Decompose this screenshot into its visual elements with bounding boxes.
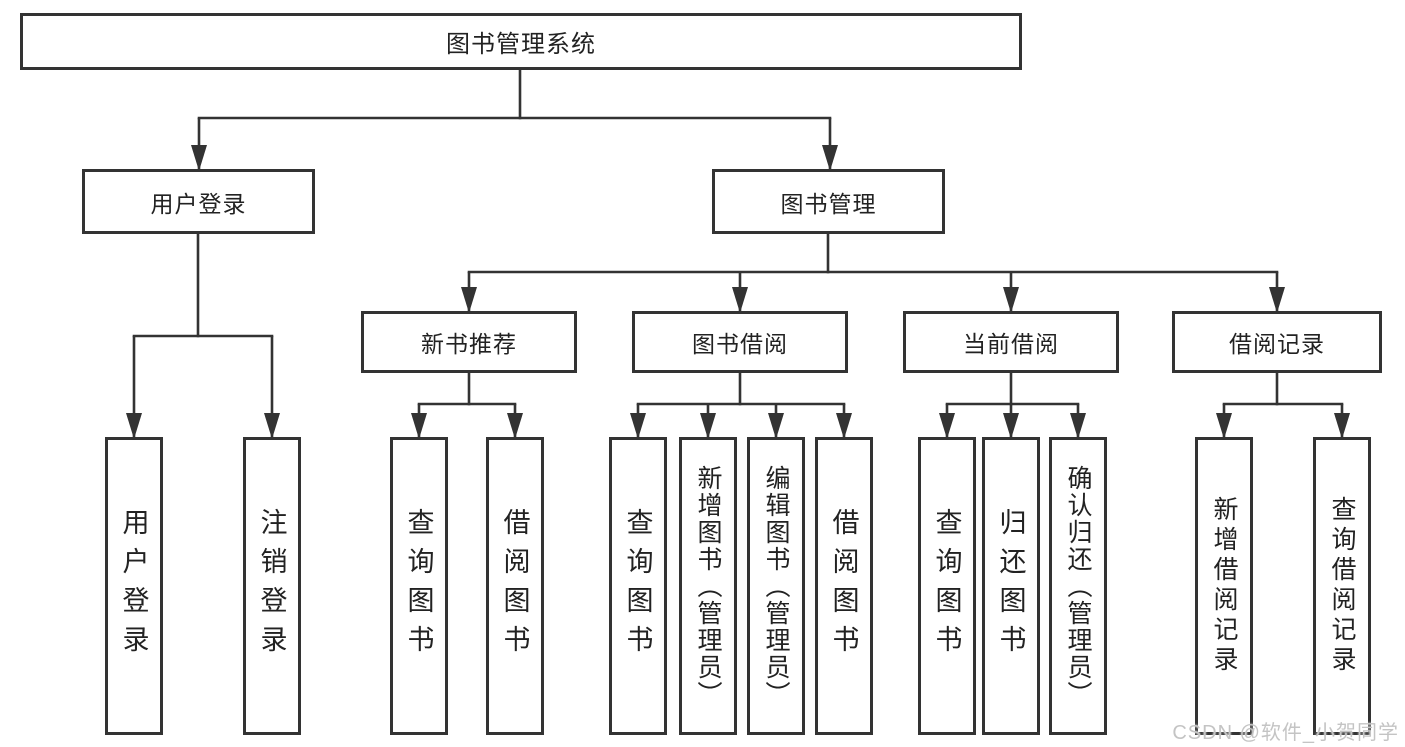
leaf-borrow-books: 借阅图书 (486, 437, 544, 735)
leaf-add-books-admin: 新增图书（管理员） (679, 437, 737, 735)
node-current-borrow: 当前借阅 (903, 311, 1119, 373)
leaf-confirm-return-admin: 确认归还（管理员） (1049, 437, 1107, 735)
leaf-borrow-books: 借阅图书 (815, 437, 873, 735)
node-book-borrow: 图书借阅 (632, 311, 848, 373)
leaf-query-books: 查询图书 (918, 437, 976, 735)
leaf-add-borrow-record: 新增借阅记录 (1195, 437, 1253, 735)
leaf-return-books: 归还图书 (982, 437, 1040, 735)
leaf-user-login: 用户登录 (105, 437, 163, 735)
leaf-query-borrow-record: 查询借阅记录 (1313, 437, 1371, 735)
node-library-management-system: 图书管理系统 (20, 13, 1022, 70)
watermark: CSDN @软件_小贺同学 (1172, 722, 1399, 744)
node-new-book-recommend: 新书推荐 (361, 311, 577, 373)
leaf-query-books: 查询图书 (390, 437, 448, 735)
node-book-management: 图书管理 (712, 169, 945, 234)
node-borrow-records: 借阅记录 (1172, 311, 1382, 373)
leaf-query-books: 查询图书 (609, 437, 667, 735)
leaf-logout-login: 注销登录 (243, 437, 301, 735)
leaf-edit-books-admin: 编辑图书（管理员） (747, 437, 805, 735)
node-user-login: 用户登录 (82, 169, 315, 234)
